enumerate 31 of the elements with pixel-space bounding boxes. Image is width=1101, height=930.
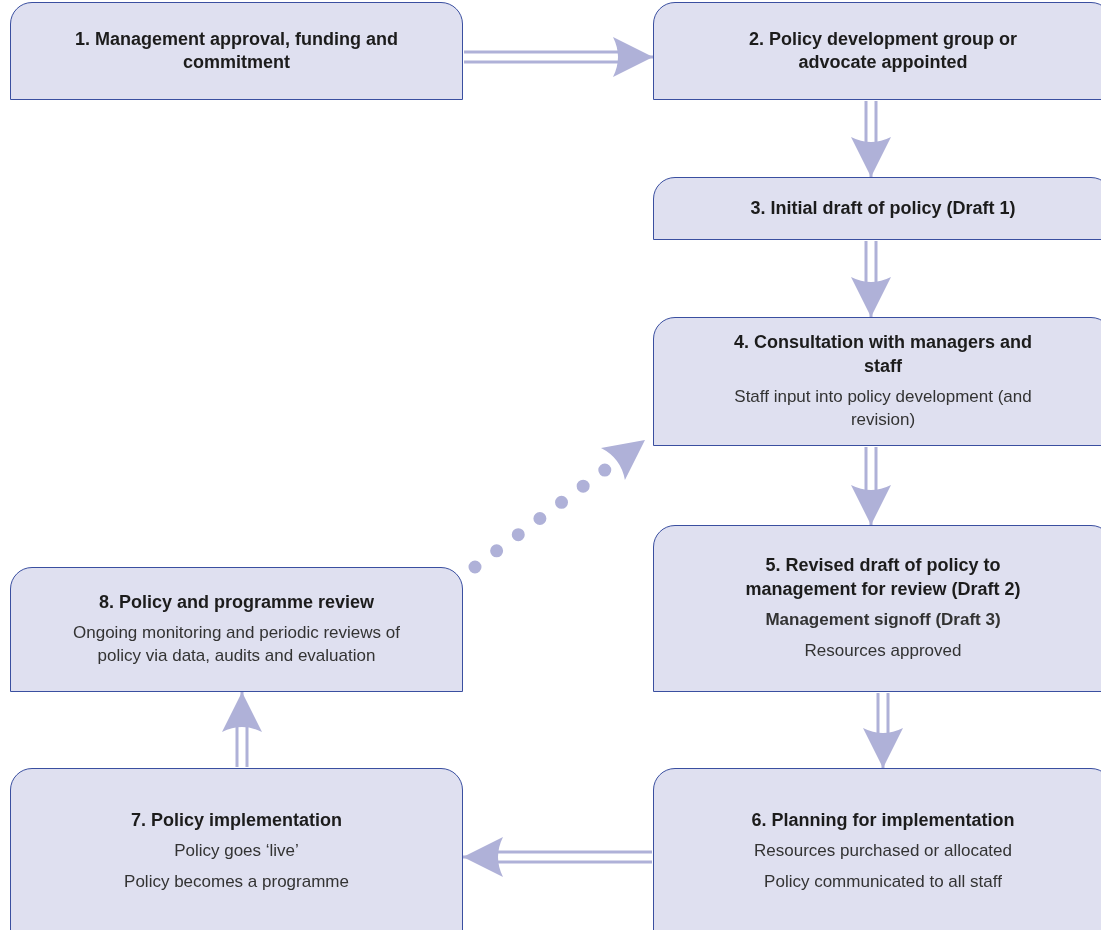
step-description: Staff input into policy development (and revision) (733, 385, 1033, 431)
process-box (653, 317, 1101, 446)
double-line-arrow (851, 445, 891, 527)
step-description: Resources purchased or allocated (754, 840, 1012, 863)
double-line-arrow (851, 99, 891, 179)
step-description: Ongoing monitoring and periodic reviews of policy via data, audits and evaluation (72, 622, 401, 668)
double-line-arrow (462, 37, 655, 77)
step-heading: 8. Policy and programme review (98, 590, 375, 614)
process-box (10, 2, 463, 100)
double-line-arrow (851, 239, 891, 319)
step-description: Management signoff (Draft 3) (765, 608, 1001, 631)
step-description: Policy goes ‘live’ (174, 840, 299, 863)
process-box (10, 567, 463, 692)
process-box (653, 2, 1101, 100)
step-heading: 6. Planning for implementation (751, 809, 1015, 832)
process-box (10, 768, 463, 930)
step-description: Policy becomes a programme (124, 871, 349, 894)
double-line-arrow (863, 691, 903, 770)
process-box (653, 768, 1101, 930)
step-description: Policy communicated to all staff (764, 871, 1002, 894)
double-line-arrow (222, 690, 262, 769)
step-heading: 1. Management approval, funding and commitment (73, 27, 399, 74)
double-line-arrow (461, 837, 654, 877)
step-heading: 3. Initial draft of policy (Draft 1) (750, 196, 1016, 220)
process-box (653, 525, 1101, 692)
step-heading: 7. Policy implementation (130, 809, 343, 832)
step-heading: 5. Revised draft of policy to management for review (Draft 2) (744, 554, 1022, 601)
step-description: Resources approved (804, 639, 962, 662)
process-box (653, 177, 1101, 240)
step-heading: 4. Consultation with managers and staff (732, 331, 1033, 378)
step-heading: 2. Policy development group or advocate appointed (747, 27, 1019, 74)
